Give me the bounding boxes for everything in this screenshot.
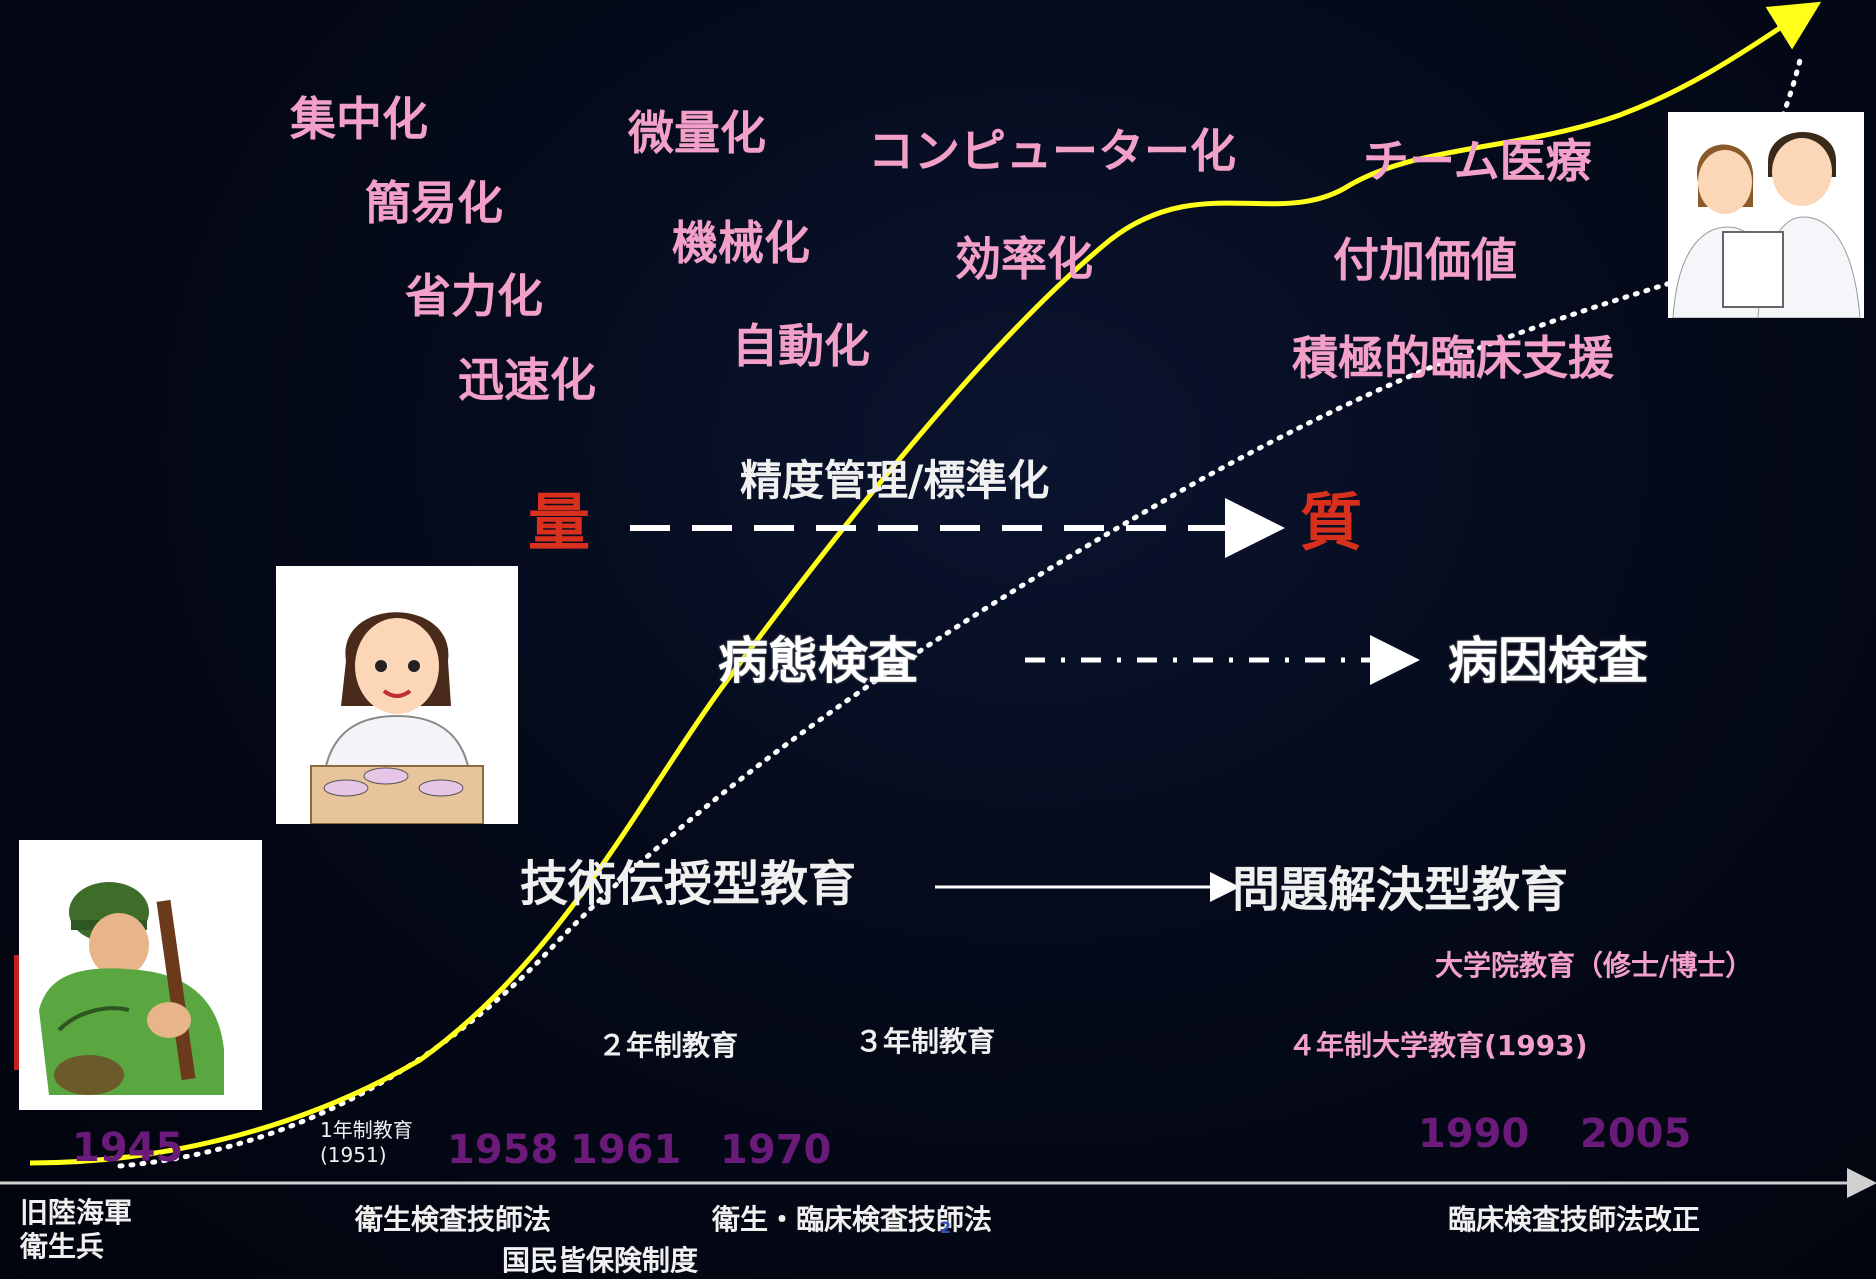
keyword-labor-saving: 省力化	[405, 269, 543, 323]
law-1970-label: 衛生・臨床検査技師法	[712, 1203, 993, 1236]
etiology-test-label: 病因検査	[1448, 632, 1648, 690]
keyword-efficiency: 効率化	[955, 232, 1093, 286]
soldier-illustration	[19, 840, 262, 1110]
yellow-growth-curve	[29, 1, 1822, 1166]
keyword-automation: 自動化	[732, 319, 870, 373]
law-1958-label: 衛生検査技師法	[355, 1203, 552, 1236]
keyword-team-medicine: チーム医療	[1363, 134, 1592, 188]
keyword-simplification: 簡易化	[365, 176, 503, 230]
year-1945: 1945	[72, 1125, 184, 1171]
left-red-marker	[14, 955, 19, 1070]
one-year-education-label: 1年制教育 (1951)	[320, 1118, 413, 1167]
three-year-education-label: ３年制教育	[855, 1025, 996, 1058]
origin-event-label: 旧陸海軍 衛生兵	[20, 1196, 133, 1263]
keyword-centralization: 集中化	[290, 92, 428, 146]
keyword-speedup: 迅速化	[458, 353, 596, 407]
keyword-computerization: コンピューター化	[868, 124, 1236, 178]
lab-technician-illustration	[276, 566, 518, 825]
year-1990: 1990	[1418, 1111, 1530, 1157]
two-year-education-label: ２年制教育	[598, 1029, 739, 1062]
graduate-education-label: 大学院教育（修士/博士）	[1435, 949, 1754, 982]
pathology-test-label: 病態検査	[718, 632, 918, 690]
quality-control-label: 精度管理/標準化	[740, 456, 1050, 505]
year-1970: 1970	[720, 1127, 832, 1173]
page-number: 2	[940, 1218, 952, 1237]
insurance-system-label: 国民皆保険制度	[502, 1244, 699, 1277]
quality-label: 質	[1300, 486, 1363, 559]
law-2005-label: 臨床検査技師法改正	[1448, 1203, 1701, 1236]
skill-education-label: 技術伝授型教育	[520, 856, 857, 912]
keyword-miniaturization: 微量化	[628, 106, 766, 160]
four-year-education-label: ４年制大学教育(1993)	[1288, 1029, 1588, 1062]
problem-education-label: 問題解決型教育	[1232, 862, 1569, 918]
medical-team-illustration	[1668, 112, 1864, 319]
keyword-clinical-support: 積極的臨床支援	[1292, 331, 1614, 385]
year-1961: 1961	[570, 1127, 682, 1173]
keyword-added-value: 付加価値	[1333, 233, 1517, 287]
quantity-label: 量	[528, 486, 591, 559]
year-1958: 1958	[447, 1127, 559, 1173]
keyword-mechanization: 機械化	[672, 216, 810, 270]
year-2005: 2005	[1580, 1111, 1692, 1157]
